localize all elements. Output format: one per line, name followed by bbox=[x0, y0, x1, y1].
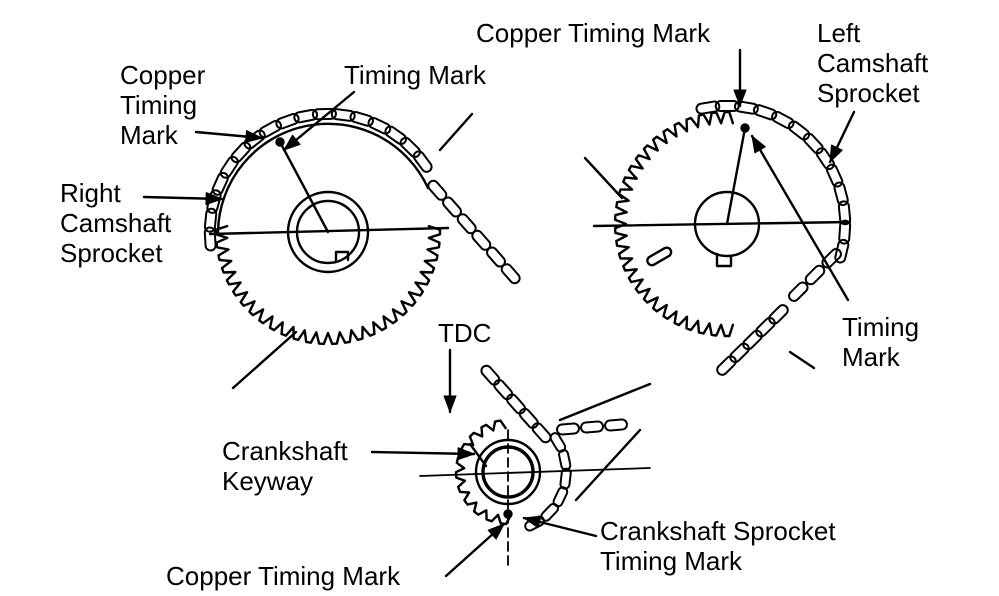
chain-link bbox=[311, 107, 337, 121]
right-cam-rim bbox=[216, 122, 430, 234]
chain-link bbox=[493, 379, 514, 401]
left-cam-dowel-slot bbox=[646, 246, 673, 267]
right-cam-centerline bbox=[208, 226, 450, 236]
crankshaft-keyway-arrow-head bbox=[457, 447, 475, 461]
left-cam-centerline bbox=[592, 220, 852, 228]
chain-link bbox=[558, 449, 572, 471]
chain-link bbox=[733, 100, 759, 115]
timing-mark-left-cam-arrow bbox=[750, 134, 850, 302]
right-cam-chain-guide-line-top bbox=[438, 112, 474, 152]
chain-link bbox=[755, 316, 776, 338]
copper-timing-mark-crank-label: Copper Timing Mark bbox=[166, 561, 401, 591]
chain-link bbox=[729, 342, 750, 364]
copper-timing-mark-right-cam-arrow-head bbox=[245, 130, 263, 143]
right-cam-timing-radius bbox=[278, 140, 330, 234]
chain-link bbox=[838, 219, 852, 245]
chain-link bbox=[480, 364, 501, 386]
right-cam-timing-dot bbox=[275, 137, 285, 147]
crankshaft-sprocket-timing-mark-arrow-head bbox=[523, 515, 542, 529]
right-camshaft-sprocket-label: Right Camshaft Sprocket bbox=[60, 178, 172, 268]
left-camshaft-sprocket-drawing bbox=[583, 110, 852, 370]
left-cam-timing-dot bbox=[740, 123, 750, 133]
chain-link bbox=[604, 418, 628, 432]
crankshaft-keyway-label: Crankshaft Keyway bbox=[222, 436, 348, 496]
right-cam-chain-guide-line bbox=[231, 330, 298, 390]
left-cam-key-notch bbox=[715, 252, 733, 268]
chain-link bbox=[771, 110, 795, 130]
chain-link bbox=[367, 116, 392, 135]
chain-link bbox=[714, 99, 740, 113]
chain-link bbox=[203, 226, 217, 252]
right-camshaft-sprocket-arrow-head bbox=[205, 192, 223, 206]
left-cam-teeth bbox=[613, 110, 735, 338]
chain-link bbox=[815, 147, 835, 171]
chain-link bbox=[752, 104, 778, 121]
tdc-label: TDC bbox=[438, 318, 492, 348]
chain-link bbox=[531, 422, 552, 444]
copper-timing-mark-left-cam-arrow-head bbox=[733, 89, 747, 107]
chain-link bbox=[742, 329, 763, 351]
chain-link bbox=[837, 200, 852, 226]
chain-link bbox=[203, 207, 218, 233]
crank-timing-dot bbox=[503, 509, 513, 519]
chain-link bbox=[768, 304, 789, 325]
left-camshaft-sprocket-label: Left Camshaft Sprocket bbox=[817, 18, 929, 108]
right-cam-key-notch bbox=[334, 250, 350, 264]
tdc-arrow-head bbox=[443, 395, 457, 413]
chain-link bbox=[349, 111, 374, 127]
timing-chain-drawing bbox=[203, 99, 852, 532]
timing-mark-left-cam-arrow-head bbox=[751, 135, 766, 154]
chain-link bbox=[506, 393, 526, 415]
chain-link bbox=[580, 420, 604, 434]
chain-link bbox=[330, 108, 356, 122]
chain-link bbox=[518, 407, 539, 429]
chain-link bbox=[275, 112, 300, 130]
chain-link bbox=[556, 422, 580, 436]
chain-edge bbox=[574, 428, 642, 502]
chain-link bbox=[804, 264, 826, 286]
crankshaft-keyway-arrow bbox=[370, 450, 476, 456]
chain-link bbox=[219, 155, 239, 179]
copper-timing-mark-right-cam-label: Copper Timing Mark bbox=[120, 60, 206, 150]
chain-link bbox=[716, 355, 737, 376]
chain-link bbox=[412, 150, 433, 173]
timing-mark-right-cam-label: Timing Mark bbox=[344, 60, 487, 90]
right-cam-teeth bbox=[214, 224, 442, 346]
crankshaft-sprocket-drawing bbox=[419, 419, 651, 571]
chain-link bbox=[399, 136, 421, 158]
chain-link bbox=[833, 181, 849, 207]
crankshaft-sprocket-timing-mark-label: Crankshaft Sprocket Timing Mark bbox=[600, 516, 836, 576]
chain-link bbox=[230, 141, 252, 164]
chain-link bbox=[211, 171, 229, 196]
chain-link bbox=[540, 502, 560, 522]
chain-link bbox=[695, 100, 721, 115]
left-camshaft-sprocket-arrow-head bbox=[829, 144, 843, 163]
copper-timing-mark-left-cam-label: Copper Timing Mark bbox=[476, 18, 711, 48]
crank-keyway-mark bbox=[468, 442, 488, 468]
chain-link bbox=[787, 120, 811, 141]
left-cam-guide-line bbox=[583, 156, 624, 200]
chain-link bbox=[802, 132, 824, 155]
leader-lines bbox=[142, 48, 856, 578]
copper-timing-mark-crank-arrow-head bbox=[487, 523, 505, 540]
chain-link bbox=[258, 119, 282, 139]
chain-link bbox=[788, 281, 809, 302]
chain-link bbox=[500, 263, 521, 285]
chain-link bbox=[293, 108, 319, 124]
timing-mark-left-cam-label: Timing Mark bbox=[842, 312, 920, 372]
chain-link bbox=[821, 248, 842, 269]
chain-edge bbox=[558, 382, 652, 422]
left-cam-timing-radius bbox=[725, 126, 747, 226]
timing-mark-right-cam-arrow-head bbox=[283, 134, 301, 151]
left-cam-guide-line-bottom bbox=[788, 350, 816, 370]
right-camshaft-sprocket-drawing bbox=[208, 112, 474, 390]
crank-horizontal-centerline bbox=[419, 467, 651, 477]
chain-link bbox=[825, 163, 844, 188]
chain-link bbox=[834, 238, 850, 264]
chain-link bbox=[384, 125, 408, 146]
